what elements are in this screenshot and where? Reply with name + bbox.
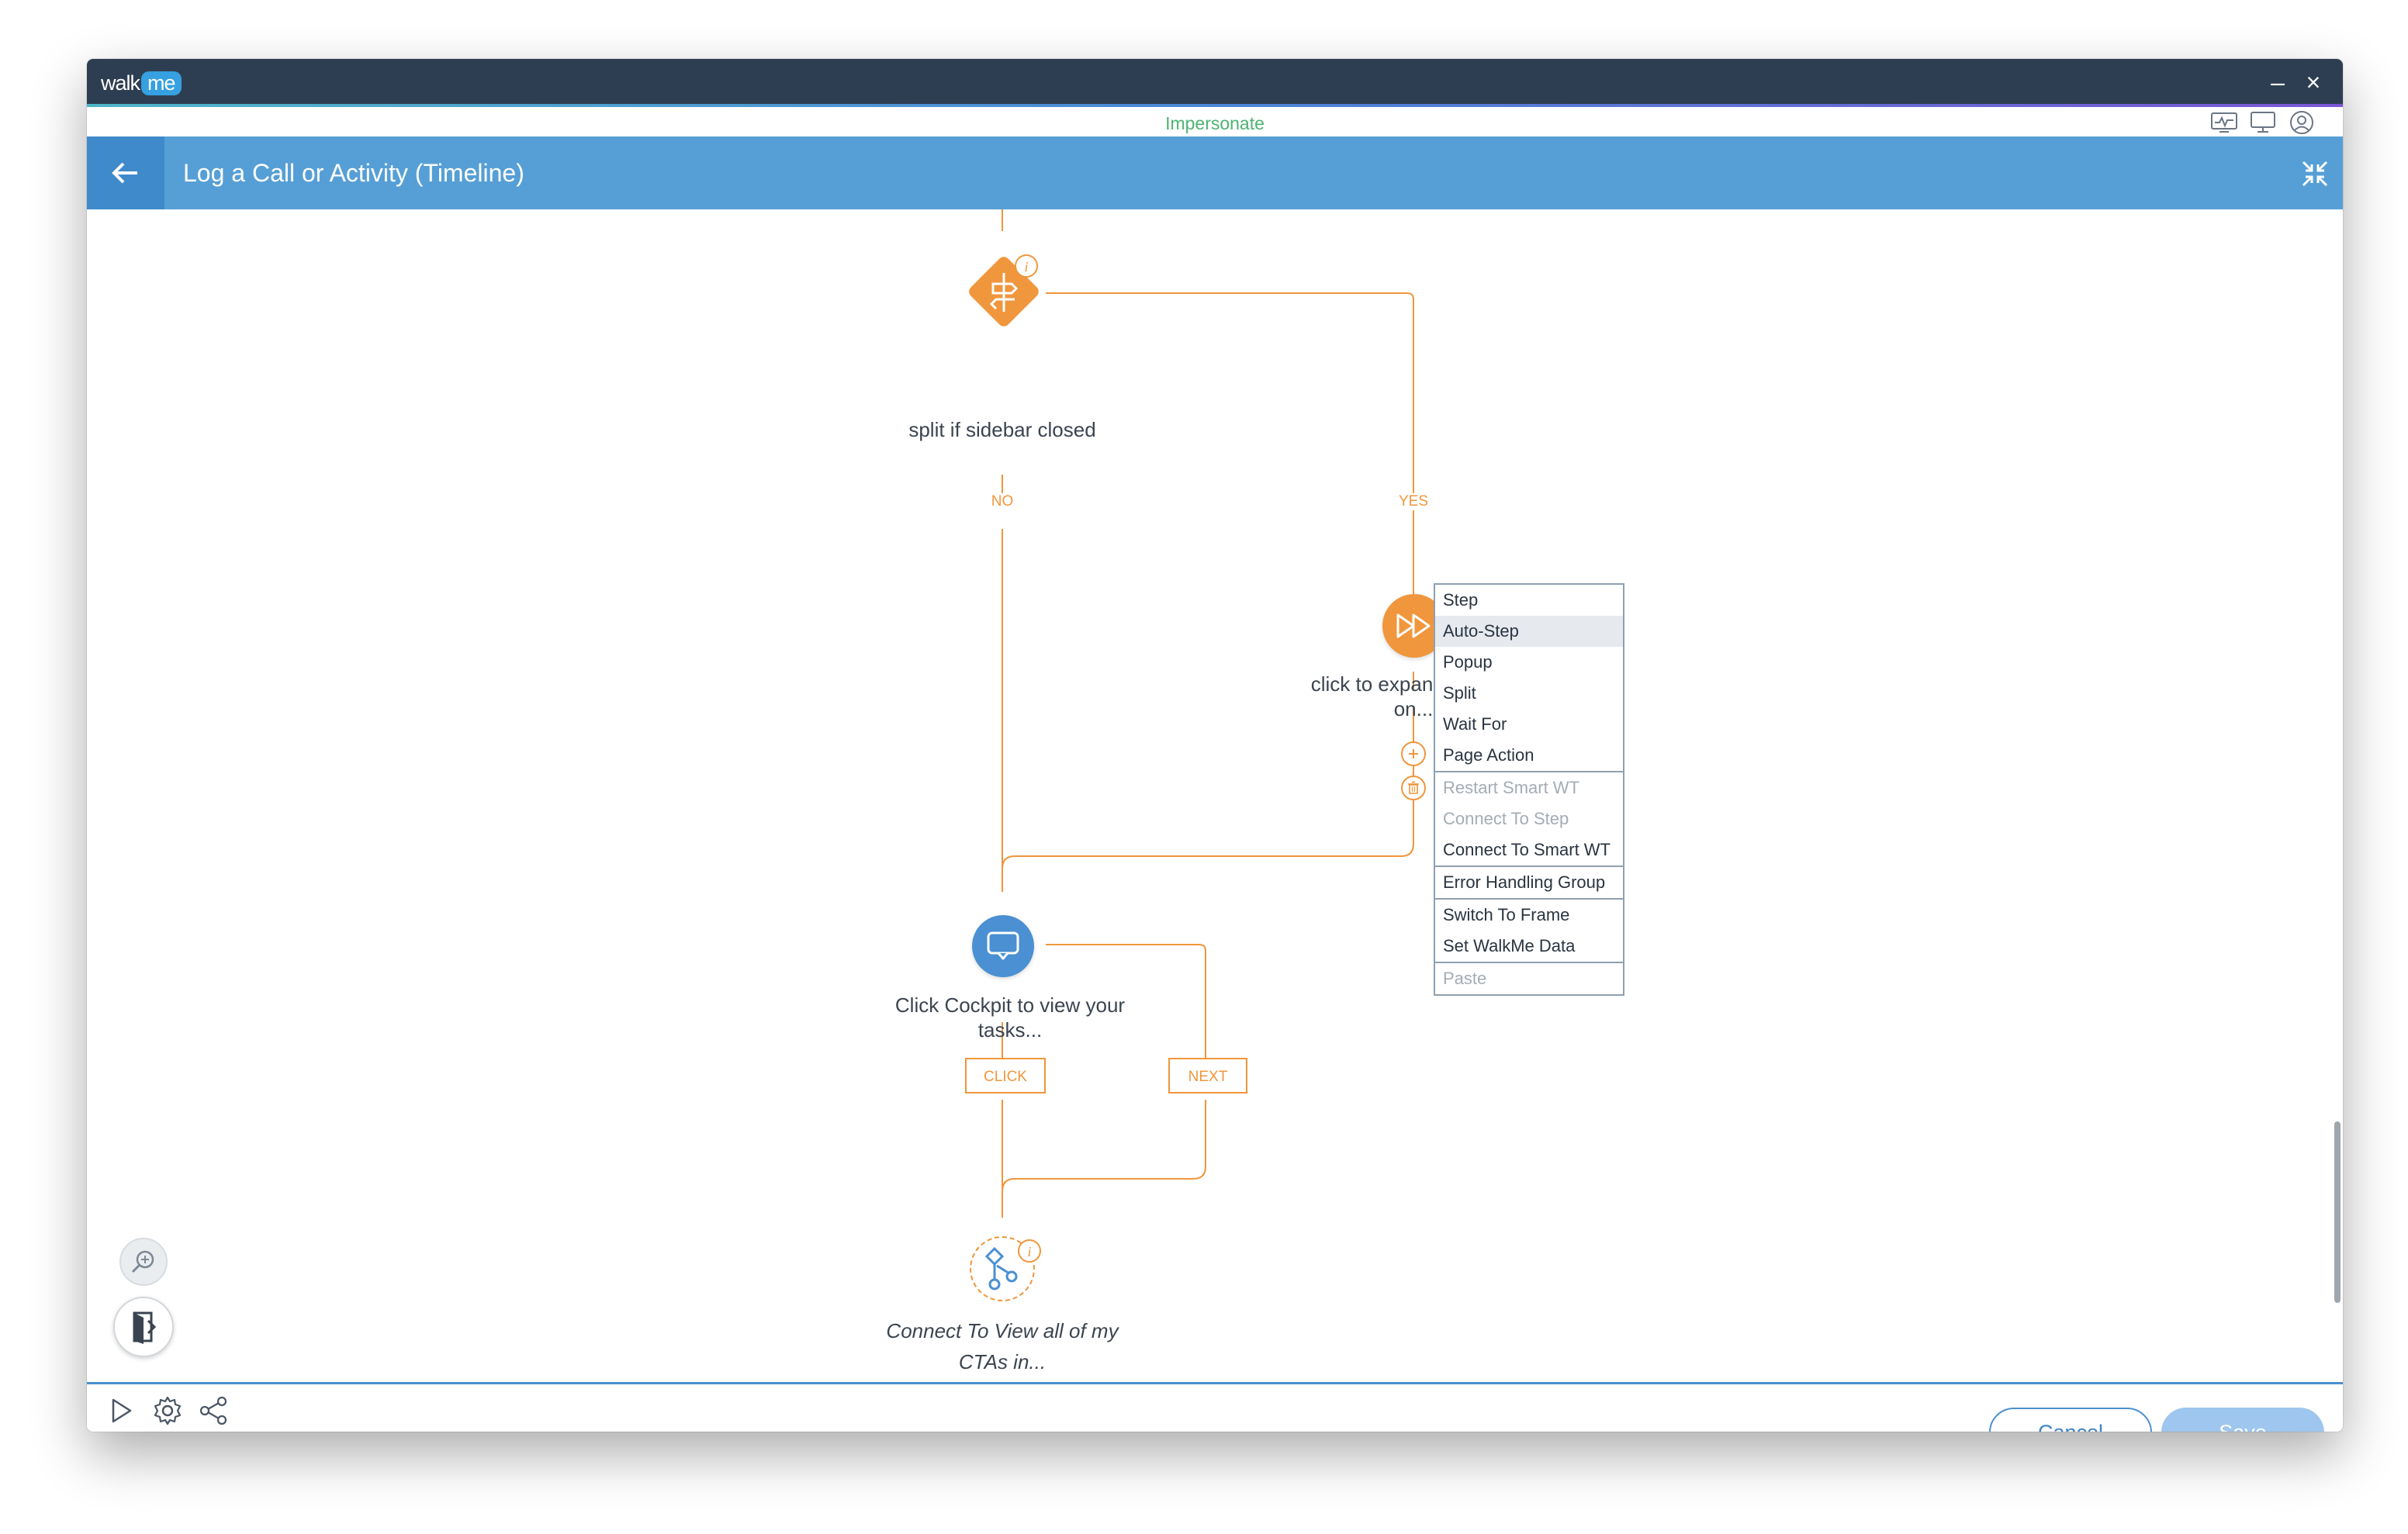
connect-info-badge-icon[interactable]: i (1018, 1239, 1041, 1263)
scrollbar-thumb[interactable] (2334, 1121, 2341, 1303)
split-node-label: split if sidebar closed (908, 418, 1096, 441)
zoom-in-icon (131, 1250, 154, 1273)
editor-footer: Cancel Save (87, 1382, 2343, 1432)
monitor-activity-icon[interactable] (2209, 110, 2239, 135)
menu-separator (1435, 865, 1623, 867)
step-node[interactable] (972, 915, 1034, 977)
click-trigger-label[interactable]: CLICK (965, 1058, 1046, 1093)
menu-separator (1435, 771, 1623, 772)
share-icon (199, 1396, 227, 1425)
flow-canvas[interactable]: i split if sidebar closed NO YES click t… (87, 209, 2343, 1382)
collapse-button[interactable] (2301, 160, 2329, 188)
menu-item-set-walkme-data[interactable]: Set WalkMe Data (1443, 936, 1576, 955)
page-title: Log a Call or Activity (Timeline) (183, 159, 524, 187)
minimize-button[interactable]: – (2271, 68, 2285, 96)
zoom-button[interactable] (119, 1238, 168, 1286)
gear-icon (154, 1396, 182, 1425)
branch-connect-icon (984, 1246, 1018, 1290)
menu-separator (1435, 898, 1623, 900)
impersonate-bar: Impersonate (87, 107, 2343, 137)
branch-no-label: NO (979, 493, 1026, 510)
settings-button[interactable] (150, 1394, 185, 1428)
menu-item-auto-step[interactable]: Auto-Step (1435, 616, 1623, 647)
step-node-label: Click Cockpit to view your tasks... (894, 993, 1126, 1042)
info-badge-icon[interactable]: i (1015, 254, 1038, 278)
user-avatar-icon[interactable] (2287, 110, 2316, 135)
menu-item-step[interactable]: Step (1443, 590, 1479, 610)
menu-item-switch-to-frame[interactable]: Switch To Frame (1443, 905, 1570, 924)
menu-item-connect-to-smart-wt[interactable]: Connect To Smart WT (1443, 840, 1611, 859)
connect-node-label: Connect To View all of my CTAs in... (886, 1319, 1119, 1373)
impersonate-link[interactable]: Impersonate (1165, 113, 1265, 133)
menu-item-page-action[interactable]: Page Action (1443, 745, 1534, 765)
cancel-button[interactable]: Cancel (1989, 1408, 2152, 1432)
arrow-left-icon (112, 162, 137, 184)
exit-editor-button[interactable] (113, 1297, 174, 1357)
menu-item-error-handling-group[interactable]: Error Handling Group (1443, 872, 1606, 892)
play-button[interactable] (104, 1394, 138, 1428)
menu-item-paste: Paste (1443, 969, 1487, 988)
page-header: Log a Call or Activity (Timeline) (87, 136, 2343, 209)
add-step-icon[interactable] (1401, 741, 1426, 766)
fast-forward-icon (1396, 613, 1431, 638)
desktop-icon[interactable] (2248, 110, 2278, 135)
title-accent-line (87, 104, 2343, 107)
share-button[interactable] (197, 1394, 231, 1428)
collapse-icon (2302, 161, 2328, 187)
next-trigger-label[interactable]: NEXT (1168, 1058, 1247, 1093)
menu-item-connect-to-step: Connect To Step (1443, 809, 1569, 828)
menu-item-restart-smart-wt: Restart Smart WT (1443, 778, 1580, 797)
menu-separator (1435, 962, 1623, 963)
save-button[interactable]: Save (2161, 1408, 2324, 1432)
branch-yes-label: YES (1389, 493, 1438, 510)
exit-door-icon (133, 1311, 157, 1344)
menu-item-popup[interactable]: Popup (1443, 652, 1493, 672)
close-button[interactable]: × (2306, 68, 2321, 96)
back-button[interactable] (87, 136, 164, 209)
play-icon (112, 1398, 132, 1423)
logo-badge: me (141, 71, 182, 95)
menu-item-wait-for[interactable]: Wait For (1443, 714, 1507, 734)
menu-item-split[interactable]: Split (1443, 683, 1476, 703)
delete-step-icon[interactable] (1401, 776, 1426, 800)
logo-text: walk (101, 71, 140, 95)
chat-bubble-icon (987, 931, 1019, 960)
flow-connectors (1002, 209, 1414, 1218)
